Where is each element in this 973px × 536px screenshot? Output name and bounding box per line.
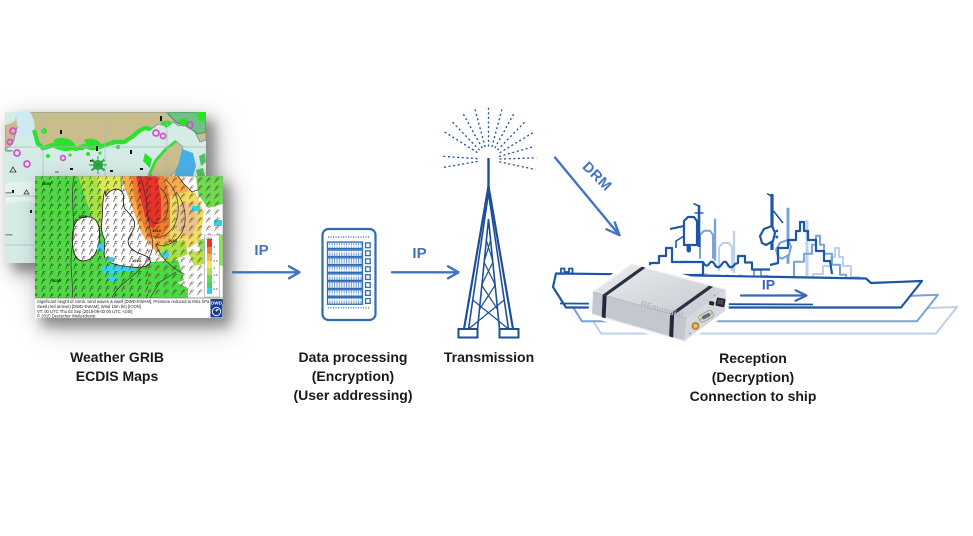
svg-text:Connection to ship: Connection to ship — [690, 388, 817, 404]
svg-text:CM2: CM2 — [206, 237, 213, 241]
svg-text:© 2015 Deutscher Wetterdienst: © 2015 Deutscher Wetterdienst — [37, 314, 96, 319]
svg-text:1025: 1025 — [78, 214, 88, 219]
svg-text:1040: 1040 — [42, 181, 52, 186]
svg-text:Swell (red arrows) [DWD-EWAM],: Swell (red arrows) [DWD-EWAM], Wind 10m … — [37, 304, 141, 309]
svg-text:2: 2 — [214, 266, 216, 270]
svg-text:Reception: Reception — [719, 350, 787, 366]
svg-text:1: 1 — [214, 280, 216, 284]
svg-text:1015: 1015 — [168, 238, 178, 243]
svg-text:4: 4 — [214, 245, 216, 249]
svg-text:ECDIS Maps: ECDIS Maps — [76, 368, 159, 384]
svg-text:(Encryption): (Encryption) — [312, 368, 394, 384]
svg-text:Significant height of comb. wi: Significant height of comb. wind waves &… — [37, 299, 223, 304]
svg-text:VT: 00 UTC Thu 03 Sep [2015-09: VT: 00 UTC Thu 03 Sep [2015-09-02 00 UTC… — [37, 309, 132, 314]
svg-text:DRM: DRM — [579, 159, 615, 195]
svg-text:(Decryption): (Decryption) — [712, 369, 794, 385]
svg-text:1030: 1030 — [52, 278, 62, 283]
svg-text:IP: IP — [762, 277, 775, 293]
svg-text:2.5: 2.5 — [214, 259, 219, 263]
svg-text:IP: IP — [254, 242, 268, 259]
svg-text:IP: IP — [412, 245, 426, 262]
svg-text:DWD: DWD — [211, 301, 222, 306]
svg-text:3: 3 — [214, 252, 216, 256]
svg-text:Transmission: Transmission — [444, 349, 534, 365]
svg-text:1013: 1013 — [132, 258, 142, 263]
svg-text:Weather GRIB: Weather GRIB — [70, 349, 164, 365]
svg-text:1010: 1010 — [152, 228, 162, 233]
svg-text:1.5: 1.5 — [214, 273, 219, 277]
svg-text:Data processing: Data processing — [299, 349, 408, 365]
svg-text:(User addressing): (User addressing) — [293, 387, 412, 403]
svg-text:0.5: 0.5 — [214, 287, 219, 291]
